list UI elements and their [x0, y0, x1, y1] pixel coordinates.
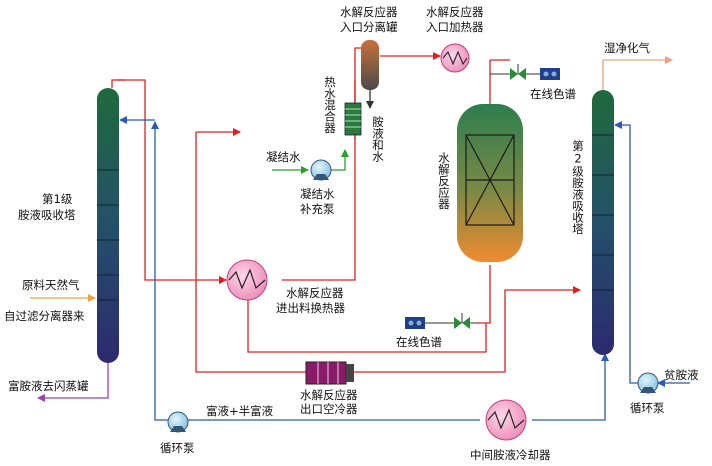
label-online-gc-top: 在线色谱 — [530, 87, 576, 101]
label-feed-gas: 原料天然气 — [22, 278, 80, 292]
online-gc-top-icon — [540, 68, 560, 80]
control-valve-top-icon — [490, 64, 540, 80]
tower-1 — [97, 88, 119, 363]
label-inlet-heater-line1: 水解反应器 — [426, 5, 484, 19]
label-hydrolysis-reactor: 水解反应器 — [437, 152, 451, 210]
condensate-line — [272, 149, 349, 174]
label-inlet-separator-line2: 入口分离罐 — [340, 20, 398, 34]
lean-amine-lines — [119, 116, 690, 421]
label-tower2: 第2级胺液吸收塔 — [571, 139, 585, 235]
label-inlet-separator-line1: 水解反应器 — [340, 5, 398, 19]
gas-lines-misc — [30, 56, 673, 302]
label-condensate-pump-line1: 凝结水 — [300, 187, 335, 201]
label-outlet-air-cooler-line2: 出口空冷器 — [300, 402, 358, 416]
cooler-icon — [485, 399, 527, 441]
label-wet-clean-gas: 湿净化气 — [604, 41, 650, 55]
circulation-pump-right-icon — [637, 372, 659, 394]
label-intercooler: 中间胺液冷却器 — [470, 448, 551, 462]
label-hot-water-mixer: 热水混合器 — [323, 76, 337, 134]
heat-exchanger-icon — [226, 259, 268, 301]
label-feed-exchanger-line1: 水解反应器 — [286, 286, 344, 300]
label-tower1-line2: 胺液吸收塔 — [18, 208, 76, 222]
online-gc-bottom-icon — [405, 317, 425, 329]
label-circ-pump-left: 循环泵 — [160, 441, 195, 455]
label-rich-semi-rich: 富液+半富液 — [206, 404, 274, 418]
label-condensate: 凝结水 — [266, 150, 301, 164]
label-outlet-air-cooler-line1: 水解反应器 — [300, 388, 358, 402]
label-amine-and-water: 胺液和水 — [371, 115, 385, 162]
heater-icon — [440, 43, 470, 73]
hydrolysis-reactor — [457, 104, 523, 262]
label-from-filter-separator: 自过滤分离器来 — [4, 309, 85, 323]
label-condensate-pump-line2: 补充泵 — [300, 202, 335, 216]
circulation-pump-left-icon — [167, 411, 189, 433]
label-inlet-heater-line2: 入口加热器 — [426, 20, 484, 34]
label-feed-exchanger-line2: 进出料换热器 — [276, 301, 345, 315]
label-lean-amine: 贫胺液 — [664, 368, 699, 382]
inlet-separator — [361, 40, 379, 90]
label-rich-amine-to-flash: 富胺液去闪蒸罐 — [8, 379, 89, 393]
condensate-pump-icon — [310, 159, 332, 181]
label-online-gc-bottom: 在线色谱 — [396, 335, 442, 349]
rich-amine-line — [37, 362, 109, 402]
label-tower1-line1: 第1级 — [42, 192, 73, 206]
mixer-icon — [344, 102, 362, 136]
control-valve-bottom-icon — [425, 313, 478, 329]
label-circ-pump-right: 循环泵 — [630, 401, 665, 415]
air-cooler-icon — [305, 361, 354, 385]
tower-2 — [592, 90, 614, 355]
